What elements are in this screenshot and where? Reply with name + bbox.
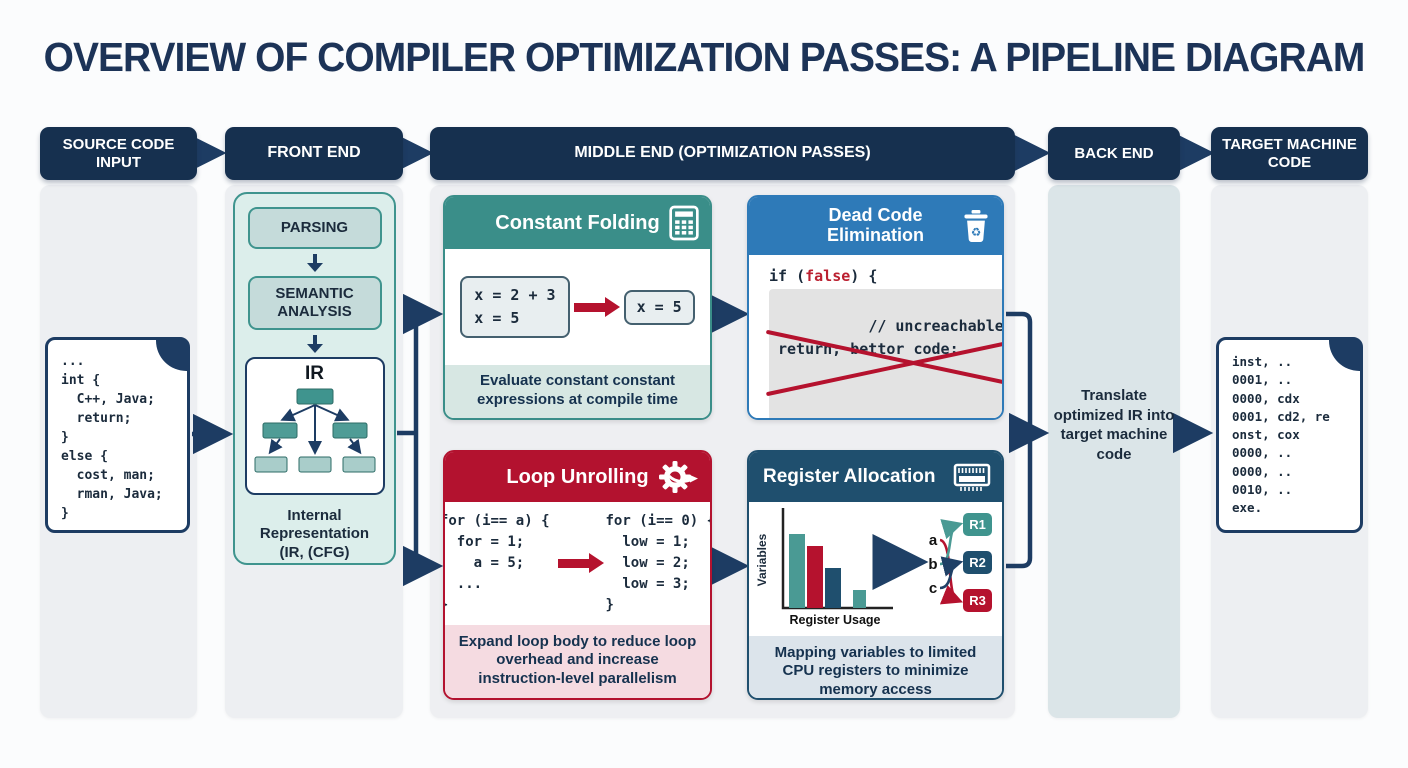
loop-unrolling-body: for (i== a) { for = 1; a = 5; ... } for …	[445, 502, 711, 626]
trash-recycle-icon: ♻	[964, 210, 988, 243]
loop-unrolling-card: Loop Unrolling for (i== a)	[443, 450, 712, 700]
svg-text:♻: ♻	[971, 225, 981, 239]
constant-folding-header: Constant Folding	[445, 197, 710, 249]
parsing-box: PARSING	[247, 207, 382, 249]
code-false-keyword: false	[805, 267, 851, 285]
dead-code-body: if (false) { // uncreachable code return…	[749, 255, 1002, 418]
target-code-document: inst, .. 0001, .. 0000, cdx 0001, cd2, r…	[1216, 337, 1363, 533]
stage-target-machine-code: TARGET MACHINE CODE	[1211, 127, 1368, 180]
dead-code-snippet: if (false) { // uncreachable code return…	[749, 255, 1002, 418]
register-r2-box: R2	[969, 555, 986, 570]
back-end-description: Translate optimized IR into target machi…	[1053, 387, 1175, 463]
register-allocation-header: Register Allocation	[749, 452, 1002, 502]
stage-middle-end: MIDDLE END (OPTIMIZATION PASSES)	[430, 127, 1015, 180]
variable-b-label: b	[928, 556, 937, 573]
constant-folding-card: Constant Folding x = 2 + 3 x = 5 x = 5 E…	[443, 195, 712, 420]
constant-folding-body: x = 2 + 3 x = 5 x = 5	[445, 249, 710, 366]
register-r3-box: R3	[969, 593, 986, 608]
variable-a-label: a	[928, 532, 937, 549]
stage-front-end: FRONT END	[225, 127, 403, 180]
loop-after-code: for (i== 0) { low = 1; low = 2; low = 3;…	[605, 513, 711, 614]
ir-tree-diagram	[254, 388, 375, 473]
code-before-box: x = 2 + 3 x = 5	[460, 275, 570, 339]
loop-unrolling-description: Expand loop body to reduce loop overhead…	[445, 625, 710, 698]
loop-unrolling-header: Loop Unrolling	[445, 452, 710, 502]
register-r1-box: R1	[969, 517, 986, 532]
code-after-box: x = 5	[623, 289, 695, 325]
transform-arrow-icon	[557, 553, 604, 574]
column-back-end	[1048, 185, 1180, 718]
gear-refresh-icon	[659, 461, 698, 493]
code-text: ) {	[850, 267, 878, 285]
ir-box: IR	[244, 356, 385, 495]
register-mapping-diagram: Variables Register Usage a b c	[755, 508, 992, 627]
register-allocation-card: Register Allocation Variables	[747, 450, 1004, 700]
front-end-panel: PARSING SEMANTIC ANALYSIS IR	[233, 192, 396, 565]
constant-folding-title: Constant Folding	[495, 212, 660, 234]
register-allocation-title: Register Allocation	[763, 465, 936, 487]
constant-folding-description: Evaluate constant constant expressions a…	[445, 365, 710, 418]
loop-unrolling-title: Loop Unrolling	[506, 466, 649, 488]
dead-code-block: // uncreachable code return; bettor code…	[765, 289, 1002, 418]
down-arrow-icon	[306, 334, 323, 353]
page-title: OVERVIEW OF COMPILER OPTIMIZATION PASSES…	[43, 34, 1366, 80]
cpu-chip-icon	[953, 463, 991, 491]
loop-before-code: for (i== a) { for = 1; a = 5; ... }	[445, 513, 550, 613]
dead-code-title: Dead Code Elimination	[826, 205, 924, 245]
dead-code-card: Dead Code Elimination ♻ if (false) { // …	[747, 195, 1004, 420]
dead-code-header: Dead Code Elimination ♻	[749, 197, 1002, 255]
target-code-text: inst, .. 0001, .. 0000, cdx 0001, cd2, r…	[1232, 354, 1330, 515]
calculator-icon	[669, 205, 699, 241]
code-text: if (	[769, 267, 806, 285]
source-code-document: ... int { C++, Java; return; } else { co…	[45, 337, 190, 533]
ir-caption: Internal Representation (IR, (CFG)	[259, 506, 370, 562]
semantic-analysis-box: SEMANTIC ANALYSIS	[247, 275, 382, 330]
page-fold-icon	[1329, 339, 1361, 371]
register-allocation-body: Variables Register Usage a b c	[749, 502, 1002, 636]
chart-ylabel: Variables	[755, 533, 769, 586]
register-allocation-description: Mapping variables to limited CPU registe…	[749, 636, 1002, 698]
stage-source-code-input: SOURCE CODE INPUT	[40, 127, 197, 180]
ir-title: IR	[305, 362, 324, 384]
stage-back-end: BACK END	[1048, 127, 1180, 180]
source-code-text: ... int { C++, Java; return; } else { co…	[61, 354, 163, 521]
transform-arrow-icon	[573, 296, 620, 317]
down-arrow-icon	[306, 253, 323, 272]
variable-c-label: c	[928, 580, 936, 597]
chart-xlabel: Register Usage	[789, 613, 880, 627]
